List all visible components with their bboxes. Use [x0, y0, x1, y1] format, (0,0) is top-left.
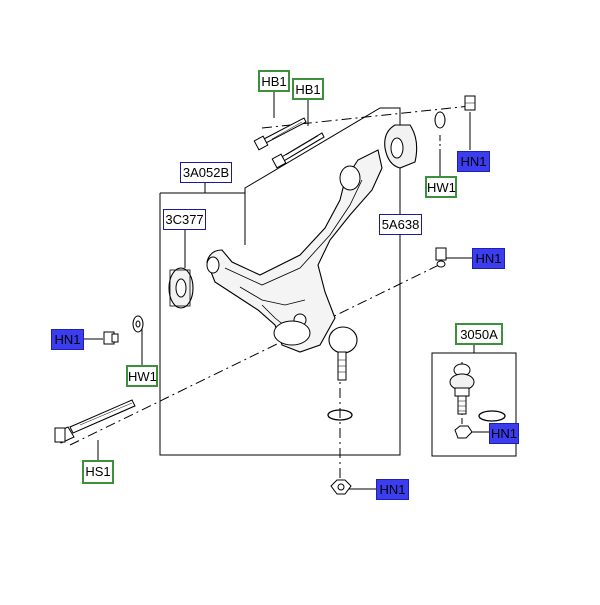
label-hb1-b: HB1 [292, 78, 324, 100]
ball-joint [328, 326, 358, 354]
ball-joint-thread [338, 359, 346, 373]
label-hw1-left: HW1 [126, 365, 158, 387]
bolt-hs1 [54, 399, 136, 444]
bolt-axis-line [69, 261, 446, 446]
rear-bushing-core [390, 137, 404, 159]
control-arm-edge [224, 179, 363, 286]
label-hn1-top-right: HN1 [457, 151, 490, 172]
snap-ring [327, 409, 353, 421]
label-3050a: 3050A [455, 323, 503, 345]
label-3c377: 3C377 [163, 209, 206, 230]
label-hn1-mid-right: HN1 [472, 248, 505, 269]
arm-front-eye [206, 256, 220, 274]
front-bushing-sleeve [169, 269, 191, 307]
nut-hn1-left [103, 331, 119, 345]
inset-snap-ring [478, 410, 506, 422]
inset-ball-joint [449, 363, 475, 415]
label-hw1-right: HW1 [425, 176, 457, 198]
washer-hw1-right [434, 111, 446, 129]
label-hb1-a: HB1 [258, 70, 290, 92]
control-arm-edge [239, 286, 306, 306]
washer-hw1-left-hole [135, 320, 141, 328]
label-3a052b: 3A052B [180, 162, 232, 183]
label-hn1-left: HN1 [51, 329, 84, 350]
label-5a638: 5A638 [379, 214, 422, 235]
bolt-hb1-b [271, 132, 325, 169]
bolt-hb1-a [253, 117, 307, 151]
nut-hn1-mid-right [435, 247, 447, 268]
ball-joint-housing [273, 320, 311, 346]
inset-nut [454, 425, 473, 439]
nut-hn1-top-right [464, 95, 476, 111]
label-hs1: HS1 [82, 460, 114, 484]
front-bushing-core [175, 278, 187, 298]
label-hn1-bottom: HN1 [376, 479, 409, 500]
arm-rear-eye [339, 165, 361, 191]
group-frame [159, 107, 401, 456]
nut-hn1-bottom [330, 479, 352, 495]
label-hn1-inset: HN1 [489, 423, 519, 444]
